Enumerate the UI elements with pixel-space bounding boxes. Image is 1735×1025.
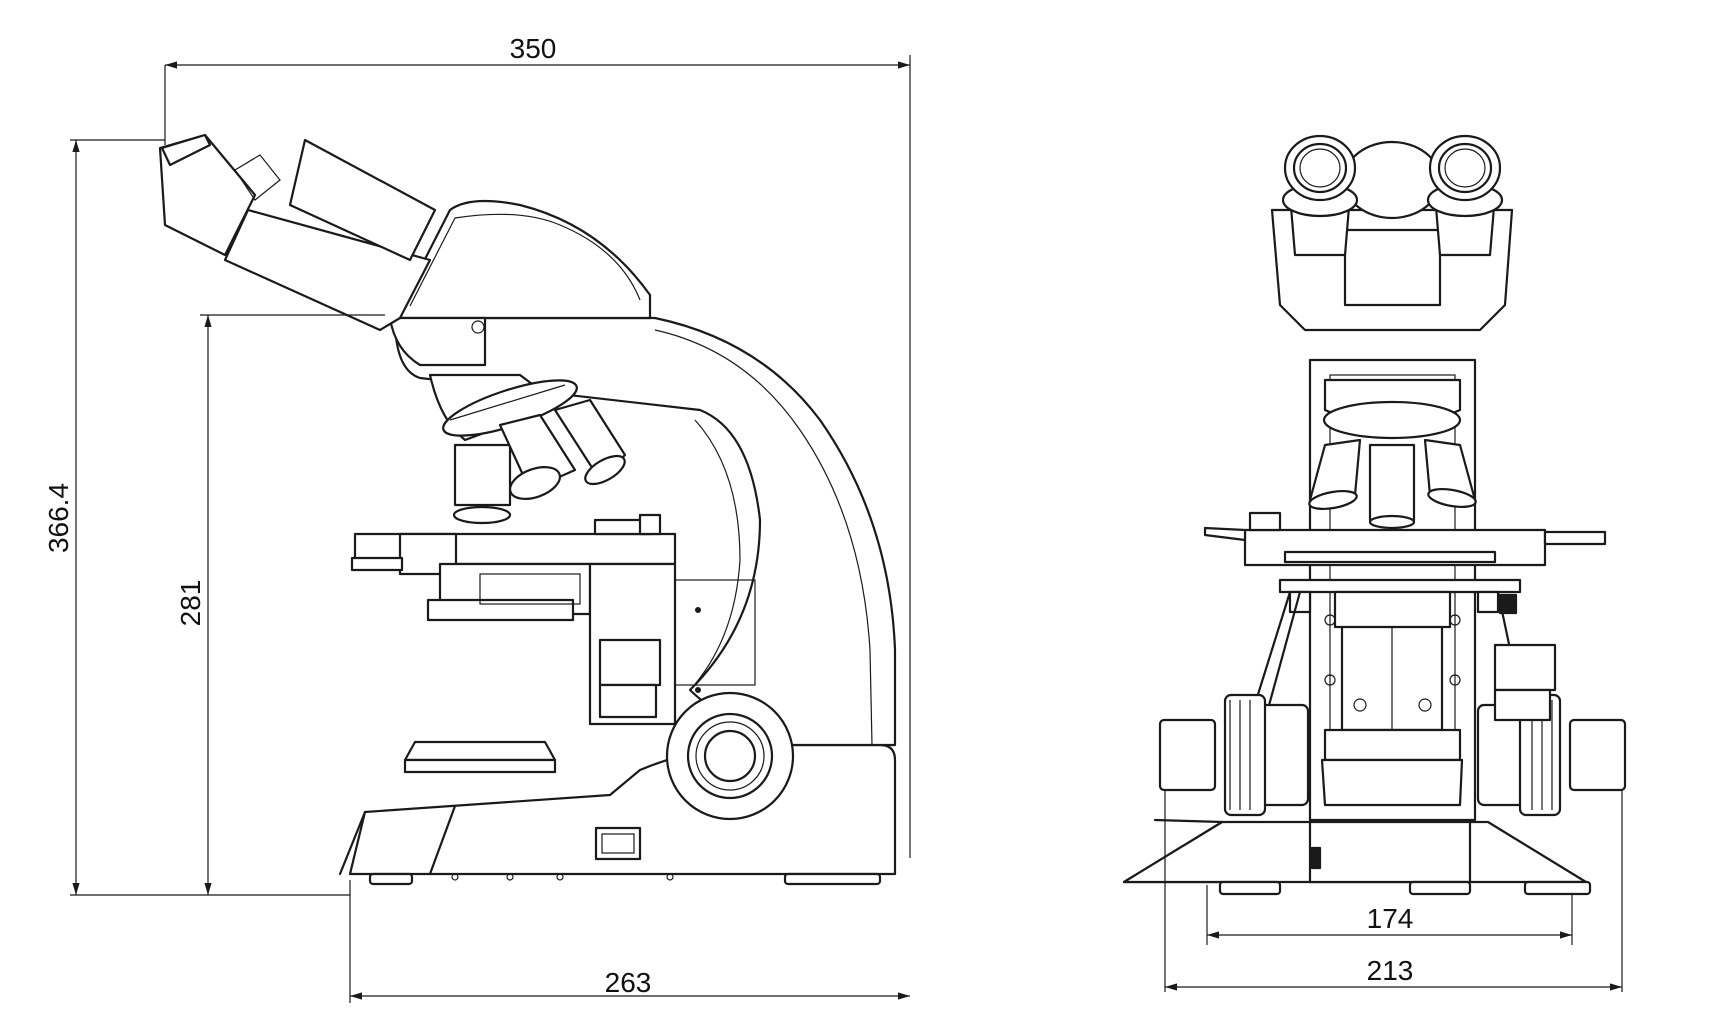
dim-base-depth: 263 — [605, 967, 652, 998]
side-view-dimensions: 350 366.4 281 263 — [43, 33, 911, 1003]
dim-side-width: 350 — [510, 33, 557, 64]
dim-front-outer-width: 213 — [1367, 955, 1414, 986]
front-view — [1122, 134, 1627, 896]
dim-stage-height: 281 — [175, 580, 206, 627]
dim-side-height: 366.4 — [43, 483, 74, 553]
side-view — [158, 133, 897, 886]
front-view-dimensions: 174 213 — [1164, 790, 1623, 992]
dim-front-inner-width: 174 — [1367, 903, 1414, 934]
